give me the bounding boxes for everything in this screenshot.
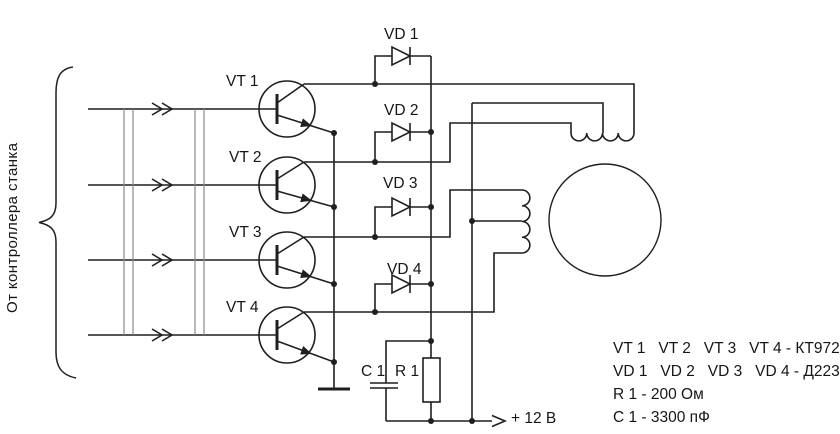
flyback-diode-vd2 (374, 121, 431, 162)
transistor-vt1 (258, 80, 335, 138)
transistor-vt2 (258, 156, 335, 214)
label-vt2: VT 2 (229, 149, 262, 166)
supply-feed-line (471, 102, 604, 421)
controller-brace (38, 66, 77, 379)
legend-line-3: R 1 - 200 Ом (613, 386, 704, 403)
label-vd2: VD 2 (384, 102, 419, 119)
label-vd3: VD 3 (383, 175, 418, 192)
input-wires (88, 108, 277, 336)
capacitor-c1 (370, 340, 431, 421)
motor-body (548, 163, 662, 277)
supply-arrow-icon (491, 414, 508, 428)
label-c1: C 1 (361, 363, 386, 380)
legend-line-2: VD 1 VD 2 VD 3 VD 4 - Д223 (613, 363, 840, 380)
label-vt4: VT 4 (226, 299, 259, 316)
legend-line-1: VT 1 VT 2 VT 3 VT 4 - КТ972 (613, 340, 840, 357)
flyback-diode-vd3 (374, 196, 431, 237)
flyback-diode-vd1 (374, 45, 431, 84)
legend-line-4: C 1 - 3300 пФ (613, 409, 710, 426)
motor-winding-b (521, 189, 531, 254)
junction-dots (331, 81, 475, 424)
label-vd4: VD 4 (387, 261, 422, 278)
transistor-vt4 (258, 306, 335, 364)
resistor-r1 (422, 341, 441, 421)
label-r1: R 1 (395, 363, 420, 380)
label-vt3: VT 3 (229, 224, 262, 241)
motor-winding-a (570, 132, 635, 142)
cable-bundle-marks (123, 109, 205, 335)
supply-rail (386, 414, 508, 428)
connector-chevron-icons (151, 102, 174, 342)
flyback-diode-vd4 (374, 273, 431, 312)
collector-wires (304, 83, 635, 313)
label-vt1: VT 1 (226, 73, 259, 90)
label-vd1: VD 1 (384, 26, 419, 43)
power-rail-label: + 12 В (511, 410, 557, 427)
transistor-vt3 (258, 231, 335, 289)
controller-source-label: От контроллера станка (4, 142, 21, 313)
